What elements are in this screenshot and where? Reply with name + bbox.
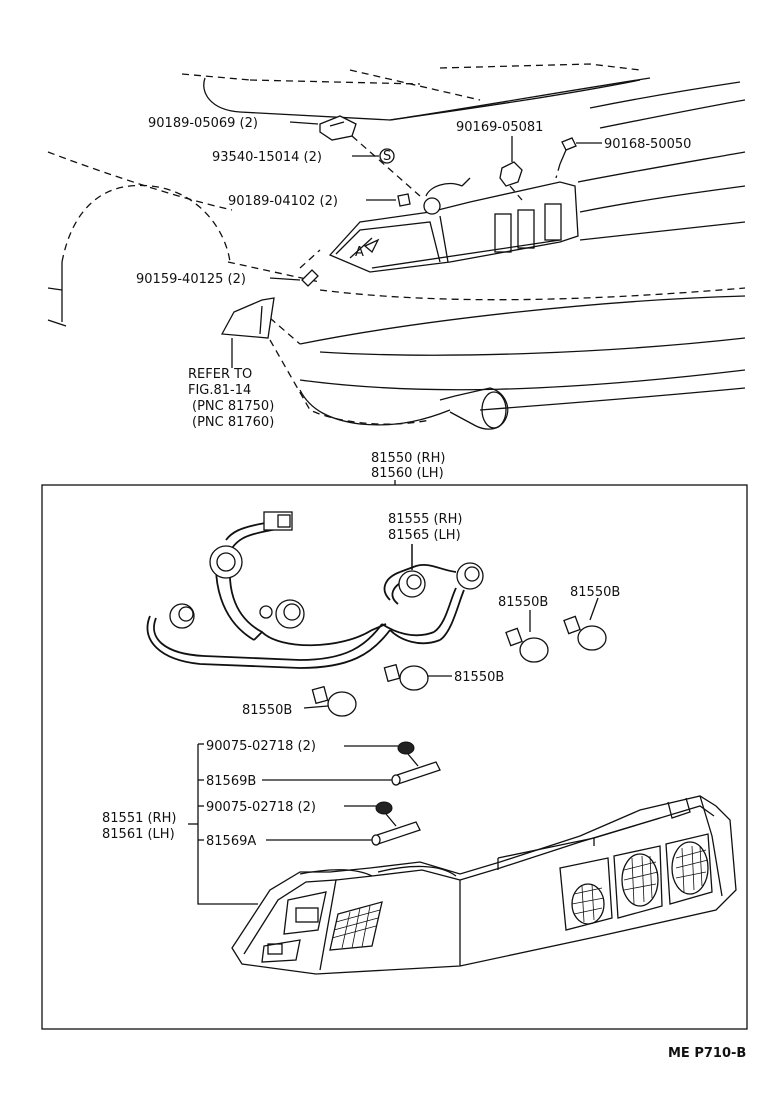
refer-line-4: (PNC 81760) (192, 415, 274, 430)
label-socket-rh: 81555 (RH) (388, 512, 462, 527)
bulb-4 (303, 685, 357, 717)
refer-line-1: REFER TO (188, 367, 252, 382)
reflector-grid-1 (329, 901, 383, 951)
label-90169-05081: 90169-05081 (456, 120, 543, 135)
reflector-grid-2 (559, 857, 613, 931)
detail-labels: 81555 (RH) 81565 (LH) 81550B 81550B 8155… (102, 512, 620, 849)
upper-tail-light-assembly: A (328, 177, 579, 273)
refer-line-2: FIG.81-14 (188, 383, 251, 398)
reflector-grid-3 (613, 845, 663, 919)
label-bulb-3: 81550B (454, 670, 504, 685)
reflector-grid-4 (665, 833, 713, 905)
label-90159-40125: 90159-40125 (2) (136, 272, 246, 287)
label-bulb-4: 81550B (242, 703, 292, 718)
label-90189-04102: 90189-04102 (2) (228, 194, 338, 209)
lens-housing (231, 795, 737, 975)
label-assembly-rh: 81550 (RH) (371, 451, 445, 466)
label-93540-15014: 93540-15014 (2) (212, 150, 322, 165)
svg-text:A: A (355, 245, 364, 260)
vehicle-body-outline (47, 63, 746, 430)
upper-small-parts: S (220, 115, 602, 368)
fasteners (188, 741, 441, 905)
svg-text:S: S (383, 149, 391, 164)
label-lens-rh: 81551 (RH) (102, 811, 176, 826)
label-pin-b: 81569B (206, 774, 256, 789)
bulb-3 (383, 663, 452, 691)
label-screw-1: 90075-02718 (2) (206, 739, 316, 754)
figure-reference-code: ME P710-B (668, 1046, 746, 1061)
label-screw-2: 90075-02718 (2) (206, 800, 316, 815)
bulb-1 (505, 610, 549, 663)
label-bulb-2: 81550B (570, 585, 620, 600)
wiring-harness (146, 511, 484, 669)
label-bulb-1: 81550B (498, 595, 548, 610)
label-lens-lh: 81561 (LH) (102, 827, 175, 842)
label-socket-lh: 81565 (LH) (388, 528, 461, 543)
refer-line-3: (PNC 81750) (192, 399, 274, 414)
label-assembly-lh: 81560 (LH) (371, 466, 444, 481)
bulb-2 (563, 597, 607, 651)
label-pin-a: 81569A (206, 834, 256, 849)
label-90189-05069: 90189-05069 (2) (148, 116, 258, 131)
bulbs (303, 597, 607, 717)
upper-labels: 90189-05069 (2) 93540-15014 (2) 90189-04… (136, 116, 691, 481)
label-90168-50050: 90168-50050 (604, 137, 691, 152)
